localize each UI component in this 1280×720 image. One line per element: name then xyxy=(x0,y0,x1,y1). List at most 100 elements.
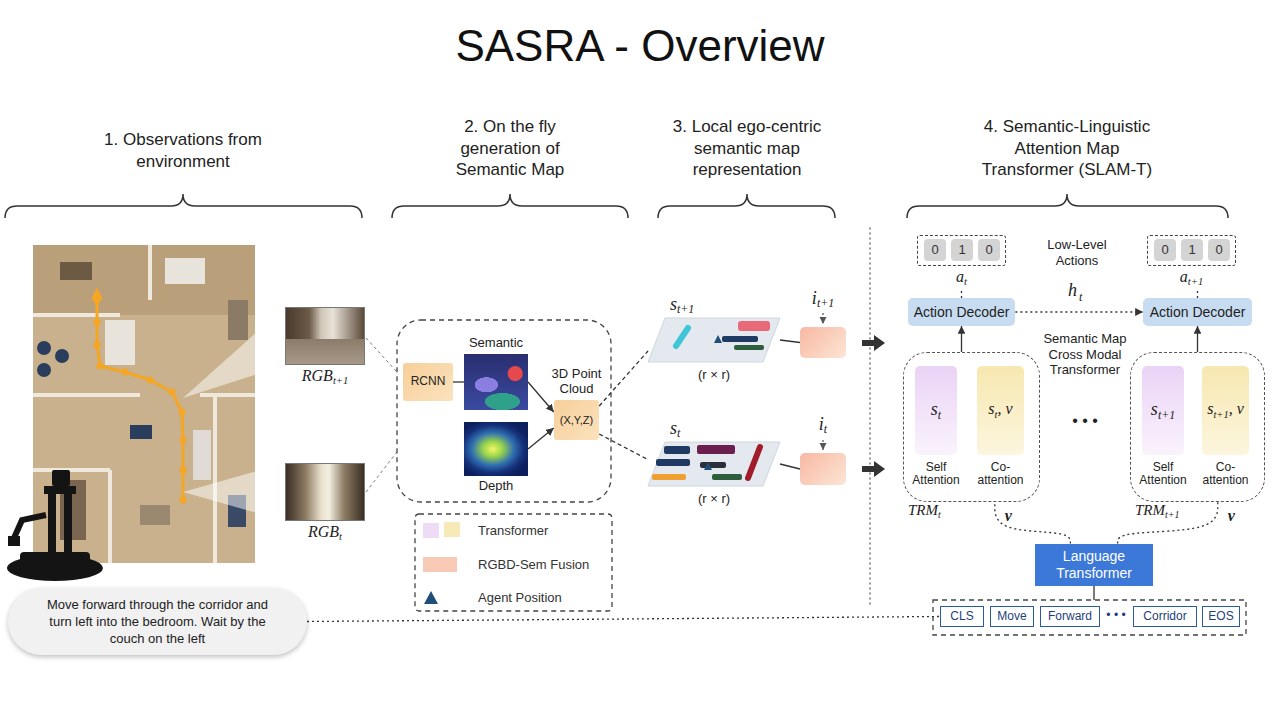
text-line: Semantic xyxy=(469,336,523,351)
text-group: Language Transformer xyxy=(1035,544,1153,586)
text-line: st+1 xyxy=(670,294,694,317)
connector xyxy=(528,428,554,449)
edge-label-box: v xyxy=(1003,508,1014,524)
group-outline xyxy=(415,514,612,611)
agent-path xyxy=(94,297,101,304)
ellipsis-box: • • • xyxy=(1106,609,1125,623)
text-line: Depth xyxy=(479,479,514,494)
text-group: st+1 xyxy=(670,294,694,317)
edge-label: v xyxy=(1005,507,1012,524)
flow-arrow xyxy=(862,335,885,351)
text-group: Action Decoder xyxy=(1143,298,1252,326)
text-group: Depth xyxy=(479,479,514,494)
node-text: Language Transformer xyxy=(1056,548,1132,581)
section-heading: 4. Semantic-Linguistic Attention Map Tra… xyxy=(982,117,1152,179)
action-bit: 0 xyxy=(1154,239,1176,261)
text-group: 0 xyxy=(1154,239,1176,261)
text-line: 3D Point Cloud xyxy=(544,366,608,396)
node-text: i xyxy=(812,288,817,308)
text-line: TRMt xyxy=(908,502,941,521)
flow-arrow xyxy=(862,335,885,477)
camera-image: RGBt+1 xyxy=(285,307,365,365)
text-group: EOS xyxy=(1203,607,1238,627)
text-line: at+1 xyxy=(1180,268,1203,289)
robot xyxy=(14,515,46,538)
semantic-map-plane xyxy=(700,462,726,468)
self-attention: stSelf Attention xyxy=(915,366,957,455)
depth-image: Depth xyxy=(464,422,528,476)
text-group: Co-attention xyxy=(975,461,1027,487)
text-line: Co-attention xyxy=(1200,461,1252,487)
legend-sample xyxy=(423,590,478,605)
instruction-bubble: Move forward through the corridor and tu… xyxy=(8,588,307,655)
subscript: t+1 xyxy=(817,296,834,310)
text-line: st+1 xyxy=(1151,399,1175,422)
text-line: RGBt xyxy=(308,523,342,544)
connector xyxy=(1118,502,1218,544)
floor-plan xyxy=(37,341,51,355)
section-heading: 3. Local ego-centric semantic map repres… xyxy=(673,117,821,179)
semantic-map-plane xyxy=(656,459,690,466)
floor-plan xyxy=(33,245,255,563)
legend-swatch xyxy=(423,557,457,572)
connector xyxy=(780,340,800,343)
action-decoder: Action Decoder xyxy=(908,298,1016,326)
connector xyxy=(961,289,962,298)
node-text: 1 xyxy=(958,242,965,257)
ellipsis: • • • xyxy=(1072,412,1098,429)
token-box: CLS xyxy=(940,606,984,628)
text-line: st, v xyxy=(988,400,1012,421)
section-heading: 2. On the fly generation of Semantic Map xyxy=(456,117,565,179)
connector xyxy=(1197,289,1198,298)
subscript: t+1 xyxy=(1165,509,1179,520)
view-cone xyxy=(183,307,285,521)
connector xyxy=(1197,326,1198,352)
node-text: s xyxy=(1207,400,1213,417)
text-group: at+1 xyxy=(1180,268,1203,289)
robot xyxy=(64,492,72,554)
node-text: RGB xyxy=(308,523,339,540)
node-text: i xyxy=(819,414,824,434)
flow-arrow xyxy=(862,461,885,477)
node-text: (X,Y,Z) xyxy=(560,414,593,426)
semantic-map-plane xyxy=(714,335,722,343)
connector xyxy=(453,381,464,382)
view-cone xyxy=(183,307,285,398)
connector xyxy=(1015,311,1143,312)
connector xyxy=(599,351,648,406)
node-text: , v xyxy=(1229,400,1244,417)
text-line: 1 xyxy=(1188,243,1195,258)
text-group: 3D Point Cloud xyxy=(544,366,608,396)
node-text: CLS xyxy=(950,609,973,623)
node-text: Self Attention xyxy=(1139,460,1186,487)
text-line: 0 xyxy=(931,243,938,258)
text-group: 0 xyxy=(924,239,946,261)
hidden-state-index-box: t xyxy=(1079,291,1082,305)
semantic-map-plane xyxy=(648,318,780,486)
section-brace xyxy=(907,194,1228,218)
node-text: Forward xyxy=(1048,609,1092,623)
node-text: Corridor xyxy=(1143,609,1186,623)
text-group: (r × r) xyxy=(698,368,730,383)
semantic-map-plane xyxy=(664,446,690,454)
floor-plan xyxy=(228,300,248,340)
floor-plan xyxy=(33,245,255,563)
text-group: Forward xyxy=(1041,607,1099,627)
text-group: Action Decoder xyxy=(908,298,1016,326)
node-text: Action Decoder xyxy=(1150,304,1246,320)
connector xyxy=(995,502,1071,544)
leader-line xyxy=(366,338,397,492)
floor-plan xyxy=(60,262,92,280)
text-line: Action Decoder xyxy=(914,304,1010,320)
text-group: RGBt xyxy=(308,523,342,544)
text-group: Move forward through the corridor and tu… xyxy=(8,588,307,655)
node-text: Depth xyxy=(479,478,514,493)
language-transformer: Language Transformer xyxy=(1035,544,1153,586)
text-line: st xyxy=(931,399,941,422)
agent-path xyxy=(122,369,129,376)
action-bit: 0 xyxy=(1208,239,1230,261)
subscript: t+1 xyxy=(1158,408,1175,422)
annotation: Low-Level Actions xyxy=(1047,237,1106,268)
connector xyxy=(961,326,962,352)
legend-sample xyxy=(423,523,478,538)
